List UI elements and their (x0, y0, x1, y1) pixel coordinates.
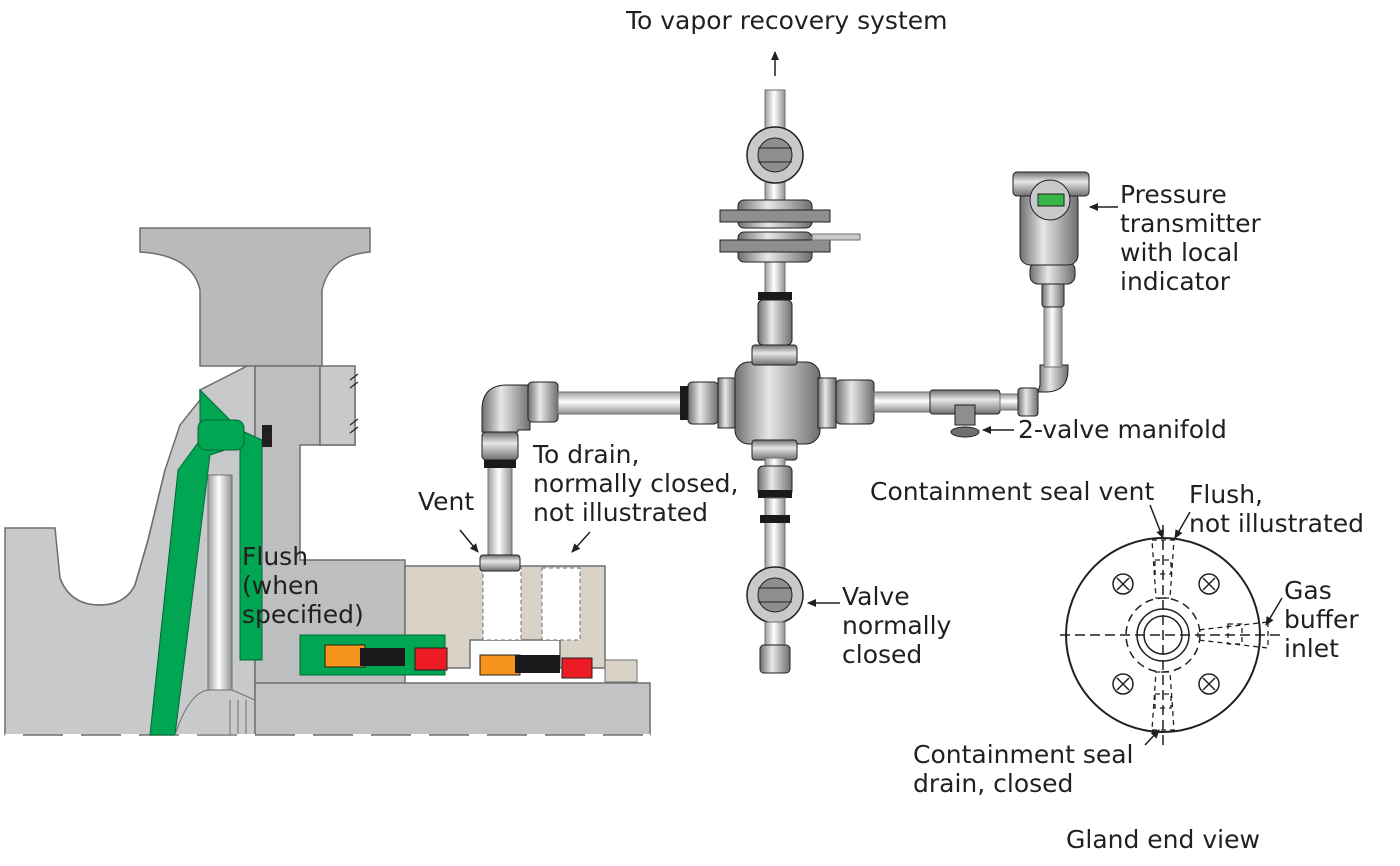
upper-valve (746, 126, 804, 184)
drain-line (746, 457, 804, 674)
pump-discharge-flange (139, 227, 371, 367)
pressure-transmitter-label: Pressure transmitter with local indicato… (1120, 180, 1261, 296)
valve-normally-closed-label: Valve normally closed (842, 582, 952, 669)
o-ring-green (197, 419, 245, 451)
leader-arrows (459, 51, 1283, 746)
pipe-cross (717, 344, 837, 461)
shaft (254, 682, 651, 736)
lower-valve (746, 566, 804, 624)
pump-cross-section (4, 227, 651, 736)
containment-seal-drain-label: Containment seal drain, closed (913, 740, 1134, 798)
gland-end-view-label: Gland end view (1066, 825, 1260, 854)
vent-label: Vent (418, 487, 475, 516)
vapor-recovery-label: To vapor recovery system (626, 6, 948, 35)
two-valve-manifold-label: 2-valve manifold (1018, 415, 1227, 444)
vent-port (482, 567, 522, 641)
containment-seal-vent-label: Containment seal vent (870, 477, 1155, 506)
transmitter-display (1037, 193, 1065, 207)
vent-elbow (481, 384, 531, 433)
gas-buffer-inlet-label: Gas buffer inlet (1284, 576, 1359, 663)
pressure-transmitter (1012, 171, 1090, 285)
seal-face-red (414, 647, 448, 671)
gland-end-view (1060, 525, 1280, 745)
orifice-flange (719, 199, 861, 263)
containment-face-red (561, 657, 593, 679)
vent-header-pipe (557, 381, 719, 425)
transmitter-line (835, 281, 1069, 438)
bolt-holes (1112, 573, 1220, 695)
vent-line (479, 381, 559, 572)
vapor-line (719, 89, 861, 346)
drain-port (541, 567, 581, 641)
to-drain-label: To drain, normally closed, not illustrat… (533, 440, 739, 527)
flush-when-specified-label: Flush (when specified) (242, 542, 364, 629)
flush-not-illustrated-label: Flush, not illustrated (1189, 480, 1365, 538)
